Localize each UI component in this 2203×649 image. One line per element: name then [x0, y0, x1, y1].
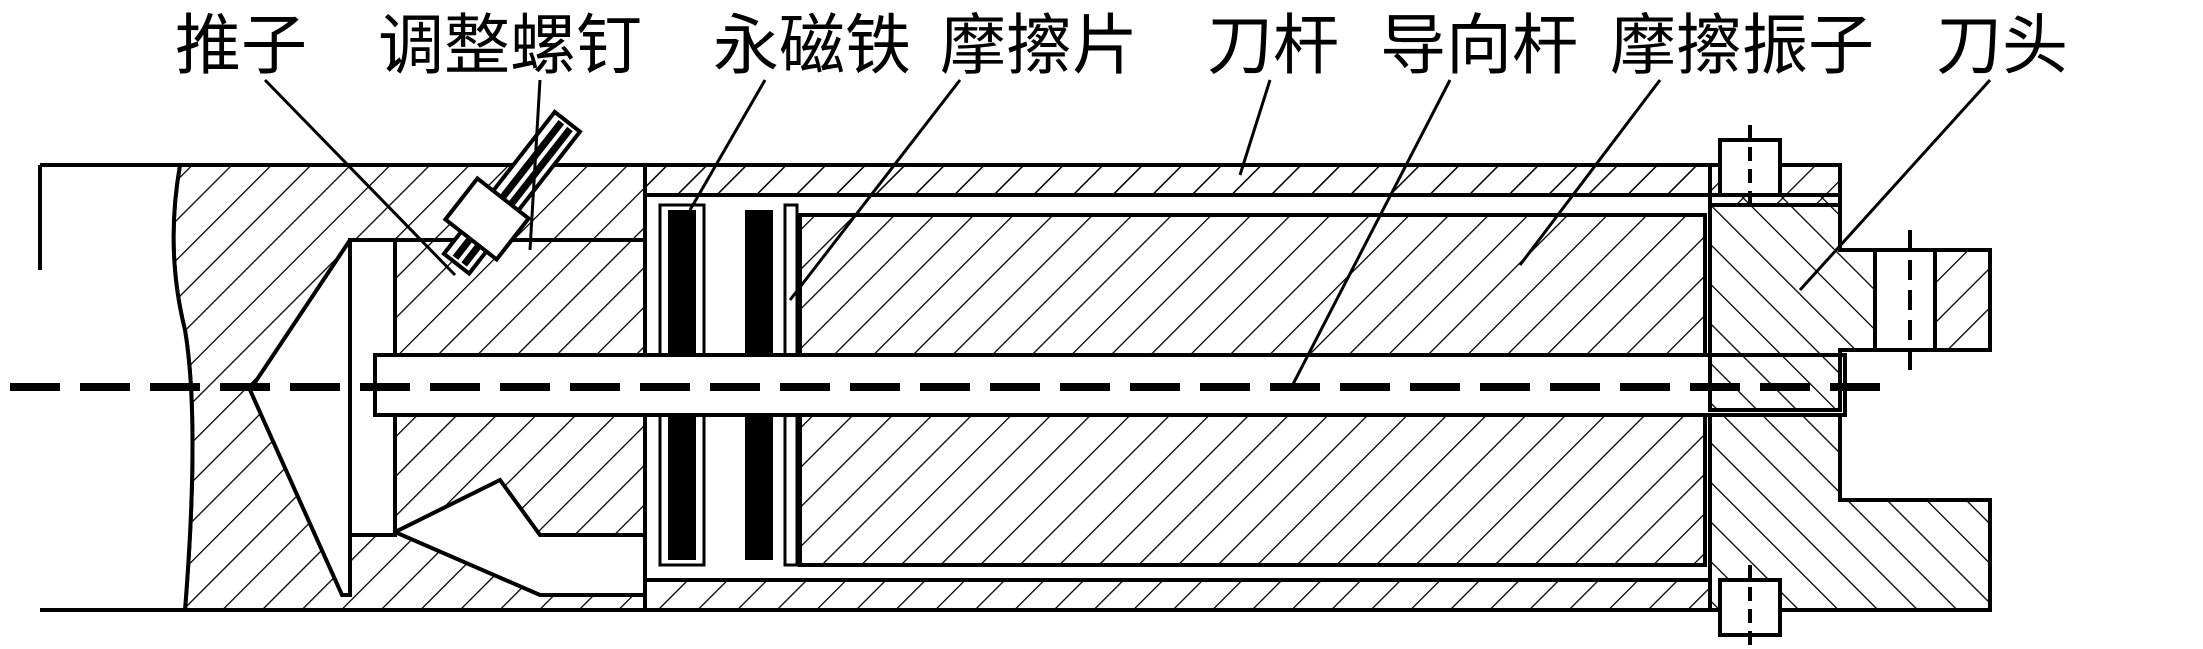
label-friction-vibrator: 摩擦振子 [1610, 7, 1874, 84]
label-magnet: 永磁铁 [713, 7, 911, 84]
tool-head-part [1708, 125, 1992, 645]
label-friction-plate: 摩擦片 [940, 7, 1138, 84]
label-pusher: 推子 [175, 7, 307, 84]
label-tool-head: 刀头 [1936, 7, 2068, 84]
label-adjust-screw: 调整螺钉 [378, 7, 642, 84]
magnet-plate-bottom [668, 415, 696, 560]
label-guide-rod: 导向杆 [1380, 7, 1578, 84]
leader-lines [263, 78, 1992, 391]
magnet-plate-top [668, 210, 696, 355]
label-group: 推子 调整螺钉 永磁铁 摩擦片 刀杆 导向杆 摩擦振子 刀头 [175, 7, 2068, 84]
label-tool-bar: 刀杆 [1207, 7, 1339, 84]
